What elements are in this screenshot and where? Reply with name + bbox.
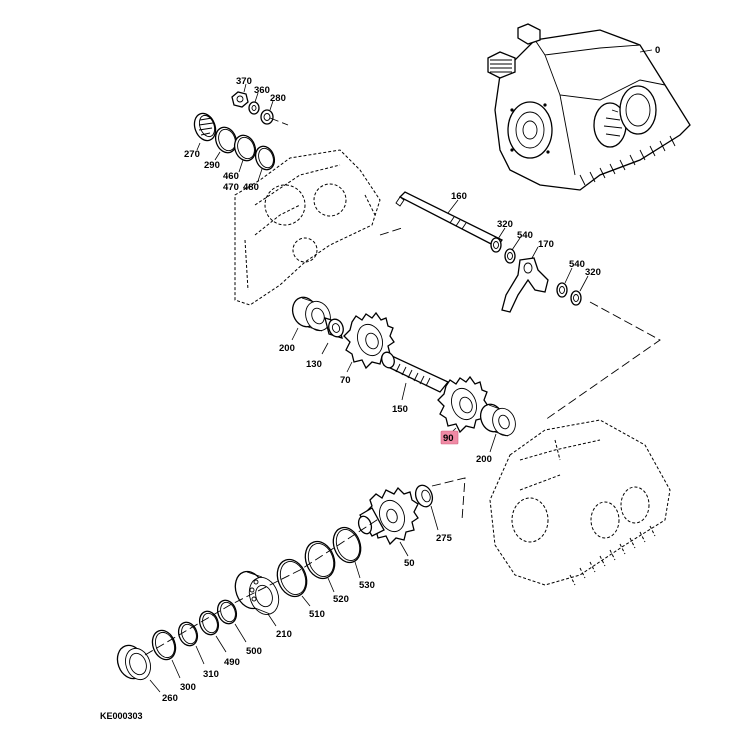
input-shaft-group: 275 50 530 520 510	[116, 477, 466, 704]
callout-280: 280	[270, 93, 286, 104]
callout-90-highlight	[440, 430, 459, 445]
callout-150: 150	[392, 404, 408, 415]
callout-275: 275	[436, 533, 453, 544]
callout-270: 270	[184, 149, 200, 160]
callout-460: 460	[223, 171, 239, 182]
callout-0: 0	[655, 45, 660, 56]
callout-70: 70	[340, 375, 351, 386]
callout-320-lower: 320	[585, 267, 601, 278]
callout-370: 370	[236, 76, 252, 87]
housing-outline-upper	[234, 149, 403, 306]
callout-540-lower: 540	[569, 259, 585, 270]
callout-510: 510	[309, 609, 325, 620]
callout-320-upper: 320	[497, 219, 513, 230]
drawing-code: KE000303	[100, 711, 143, 721]
gear-70	[343, 311, 395, 370]
callout-310: 310	[203, 669, 219, 680]
countershaft-group: 200 130 70 150 90	[279, 296, 516, 465]
callout-260: 260	[162, 693, 178, 704]
gearbox-housing-assembly: 0	[487, 23, 691, 191]
callout-300: 300	[180, 682, 196, 693]
callout-130: 130	[306, 359, 322, 370]
callout-200-upper: 200	[279, 343, 295, 354]
callout-90: 90	[443, 433, 454, 444]
callout-480: 480	[243, 182, 259, 193]
callout-210: 210	[276, 629, 292, 640]
callout-500: 500	[246, 646, 262, 657]
cover-bolt-group: 370 360 280 270 290 460 470 480	[184, 76, 289, 193]
callout-200-lower: 200	[476, 454, 492, 465]
callout-50: 50	[404, 558, 415, 569]
callout-170: 170	[538, 239, 554, 250]
callout-470: 470	[223, 182, 239, 193]
shift-rod-group: 160 320 540 170 540 320	[395, 191, 661, 421]
callout-540-upper: 540	[517, 230, 533, 241]
housing-outline-lower	[489, 419, 671, 586]
callout-530: 530	[359, 580, 375, 591]
callout-490: 490	[224, 657, 240, 668]
callout-160: 160	[451, 191, 467, 202]
callout-290: 290	[204, 160, 220, 171]
callout-360: 360	[254, 85, 270, 96]
callout-520: 520	[333, 594, 349, 605]
gear-50	[357, 486, 419, 546]
